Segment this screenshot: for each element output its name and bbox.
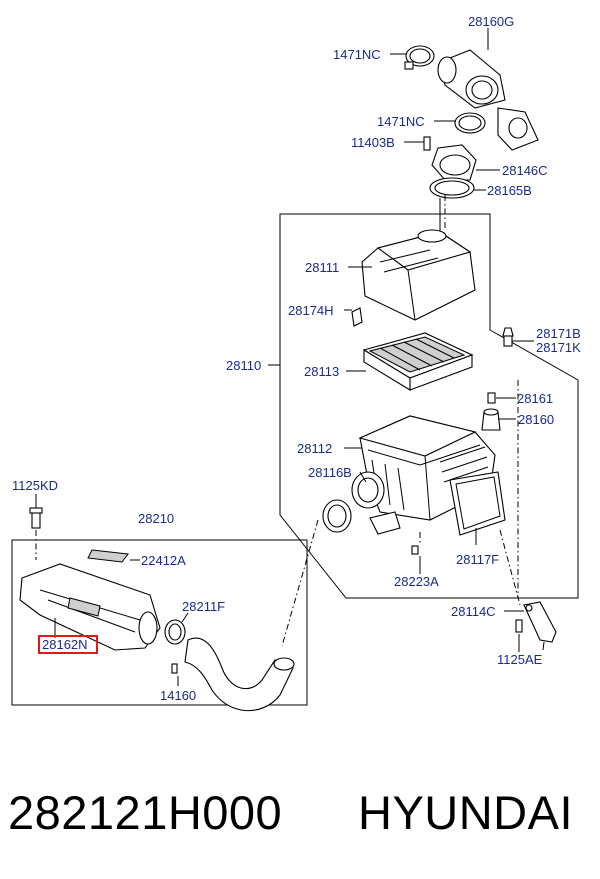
filter-element [362, 332, 474, 391]
label-28171K: 28171K [536, 340, 581, 355]
label-28146C: 28146C [502, 163, 548, 178]
callout-labels: 28160G 1471NC 1471NC 11403B 28146C 28165… [12, 14, 581, 703]
label-28165B: 28165B [487, 183, 532, 198]
dash-dot-lines [35, 195, 521, 647]
mount-bracket [515, 601, 557, 651]
label-1471NC-top: 1471NC [333, 47, 381, 62]
air-flow-sensor-group [404, 45, 539, 232]
label-28114C: 28114C [451, 604, 496, 619]
air-cleaner-parts-diagram: 28160G 1471NC 1471NC 11403B 28146C 28165… [11, 14, 581, 712]
label-28161: 28161 [517, 391, 553, 406]
label-28211F: 28211F [182, 599, 225, 614]
upper-cover [351, 229, 476, 327]
label-11403B: 11403B [351, 135, 395, 150]
label-28210: 28210 [138, 511, 174, 526]
label-22412A: 22412A [141, 553, 186, 568]
intake-duct-assembly [19, 507, 295, 712]
part-number: 282121H000 [8, 786, 283, 839]
label-28110: 28110 [226, 358, 261, 373]
intake-duct-assembly-frame [11, 539, 308, 706]
brand-name: HYUNDAI [358, 786, 574, 839]
leader-lines [35, 28, 534, 686]
grommets-right [481, 327, 514, 431]
label-28160G: 28160G [468, 14, 514, 29]
label-28116B: 28116B [308, 465, 352, 480]
label-28113: 28113 [304, 364, 339, 379]
label-1471NC-mid: 1471NC [377, 114, 425, 129]
label-28174H: 28174H [288, 303, 334, 318]
label-1125AE: 1125AE [497, 652, 543, 667]
label-1125KD: 1125KD [12, 478, 58, 493]
label-28112: 28112 [297, 441, 332, 456]
label-28171B: 28171B [536, 326, 581, 341]
label-14160: 14160 [160, 688, 196, 703]
label-28162N: 28162N [42, 637, 88, 652]
highlight-box-28162N [38, 635, 98, 654]
lower-case [322, 415, 506, 555]
label-28223A: 28223A [394, 574, 439, 589]
label-28111: 28111 [305, 260, 339, 275]
air-cleaner-assembly-frame [279, 213, 579, 599]
label-28117F: 28117F [456, 552, 499, 567]
label-28160: 28160 [518, 412, 554, 427]
